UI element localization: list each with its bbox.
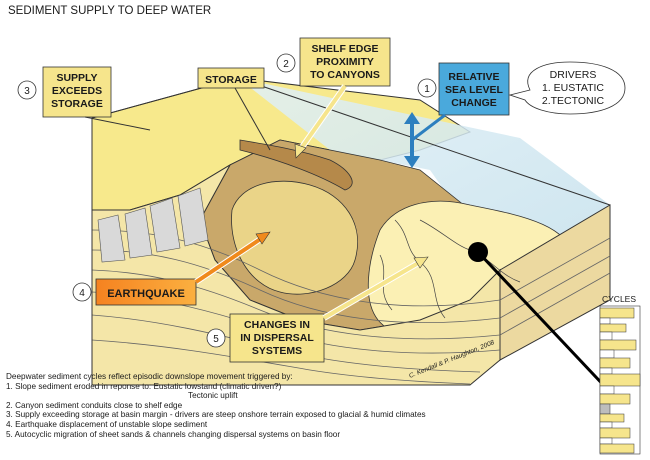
svg-text:SYSTEMS: SYSTEMS [252,345,302,357]
right-face [499,204,611,361]
earthquake-arrowhead [255,231,271,245]
cycles-log: CYCLES [599,294,641,455]
storage-label-box [197,67,265,89]
callout-drivers: DRIVERS 1. EUSTATIC 2.TECTONIC [508,61,626,115]
dispersal-pointer-arrow [322,260,422,320]
dispersal-label-box [229,313,325,363]
supply-pointer-arrow [84,116,151,131]
drivers-bubble [508,61,626,115]
caption-intro: Deepwater sediment cycles reflect episod… [6,372,293,381]
sea-level-down-arrow [404,156,420,168]
shelf-edge-arrowhead [294,143,307,159]
svg-text:PROXIMITY: PROXIMITY [316,56,374,68]
caption: Deepwater sediment cycles reflect episod… [6,372,426,439]
callout-number-1 [417,78,437,98]
caption-item-1b: Tectonic uplift [188,391,238,401]
submarine-canyon [239,139,353,191]
svg-text:SUPPLY: SUPPLY [56,72,97,84]
caption-item-2: 2. Canyon sediment conduits close to she… [6,400,183,410]
callout-storage: STORAGE [197,67,271,151]
svg-text:5: 5 [213,334,219,345]
block-diagram [91,77,611,386]
caption-item-5: 5. Autocyclic migration of sheet sands &… [6,429,341,439]
dispersal-arrowhead [413,256,429,269]
shelf-edge-pointer-arrow [298,84,347,152]
callout-supply: 3 SUPPLY EXCEEDS STORAGE [17,66,151,131]
callout-dispersal: 5 CHANGES IN IN DISPERSAL SYSTEMS [206,256,429,363]
svg-text:RELATIVE: RELATIVE [448,71,499,83]
svg-text:TO CANYONS: TO CANYONS [310,69,380,81]
svg-text:DRIVERS: DRIVERS [550,69,597,81]
svg-text:1: 1 [424,84,430,95]
supply-label-box [42,66,112,118]
svg-text:SHELF EDGE: SHELF EDGE [311,43,378,55]
cycles-label: CYCLES [602,294,636,304]
sea-level-link [411,113,446,142]
sea-level-up-arrow [404,112,420,124]
svg-text:EARTHQUAKE: EARTHQUAKE [107,288,185,300]
caption-item-4: 4. Earthquake displacement of unstable s… [6,419,208,429]
svg-text:EXCEEDS: EXCEEDS [52,85,102,97]
svg-text:STORAGE: STORAGE [205,74,257,86]
slope-lobe [231,180,358,295]
caption-item-3: 3. Supply exceeding storage at basin mar… [6,410,426,420]
svg-text:CHANGES IN: CHANGES IN [244,319,310,331]
callout-number-4 [72,282,92,302]
svg-text:IN DISPERSAL: IN DISPERSAL [240,332,314,344]
svg-text:CHANGE: CHANGE [451,97,497,109]
svg-text:3: 3 [24,86,30,97]
sea-level-label-box [438,62,510,116]
callout-shelf-edge: 2 SHELF EDGE PROXIMITY TO CANYONS [276,37,391,159]
svg-text:STORAGE: STORAGE [51,98,103,110]
shelf-edge-label-box [299,37,391,87]
svg-text:2.TECTONIC: 2.TECTONIC [542,95,605,107]
sample-link-line [476,250,612,394]
diagram-title: SEDIMENT SUPPLY TO DEEP WATER [8,5,211,17]
callout-number-2 [276,53,296,73]
earthquake-label-box [95,278,197,306]
earthquake-pointer-arrow [194,236,264,284]
svg-text:1. EUSTATIC: 1. EUSTATIC [542,82,604,94]
callout-earthquake: 4 EARTHQUAKE [72,231,271,306]
svg-text:4: 4 [79,288,85,299]
clinoforms [97,187,209,263]
storage-pointer-arrow [234,87,271,151]
caption-item-1: 1. Slope sediment eroded in reponse to: … [6,381,282,391]
svg-text:2: 2 [283,59,289,70]
callout-sea-level: 1 RELATIVE SEA LEVEL CHANGE [404,62,510,168]
callout-number-3 [17,80,37,100]
callout-number-5 [206,328,226,348]
svg-text:SEA LEVEL: SEA LEVEL [445,84,504,96]
